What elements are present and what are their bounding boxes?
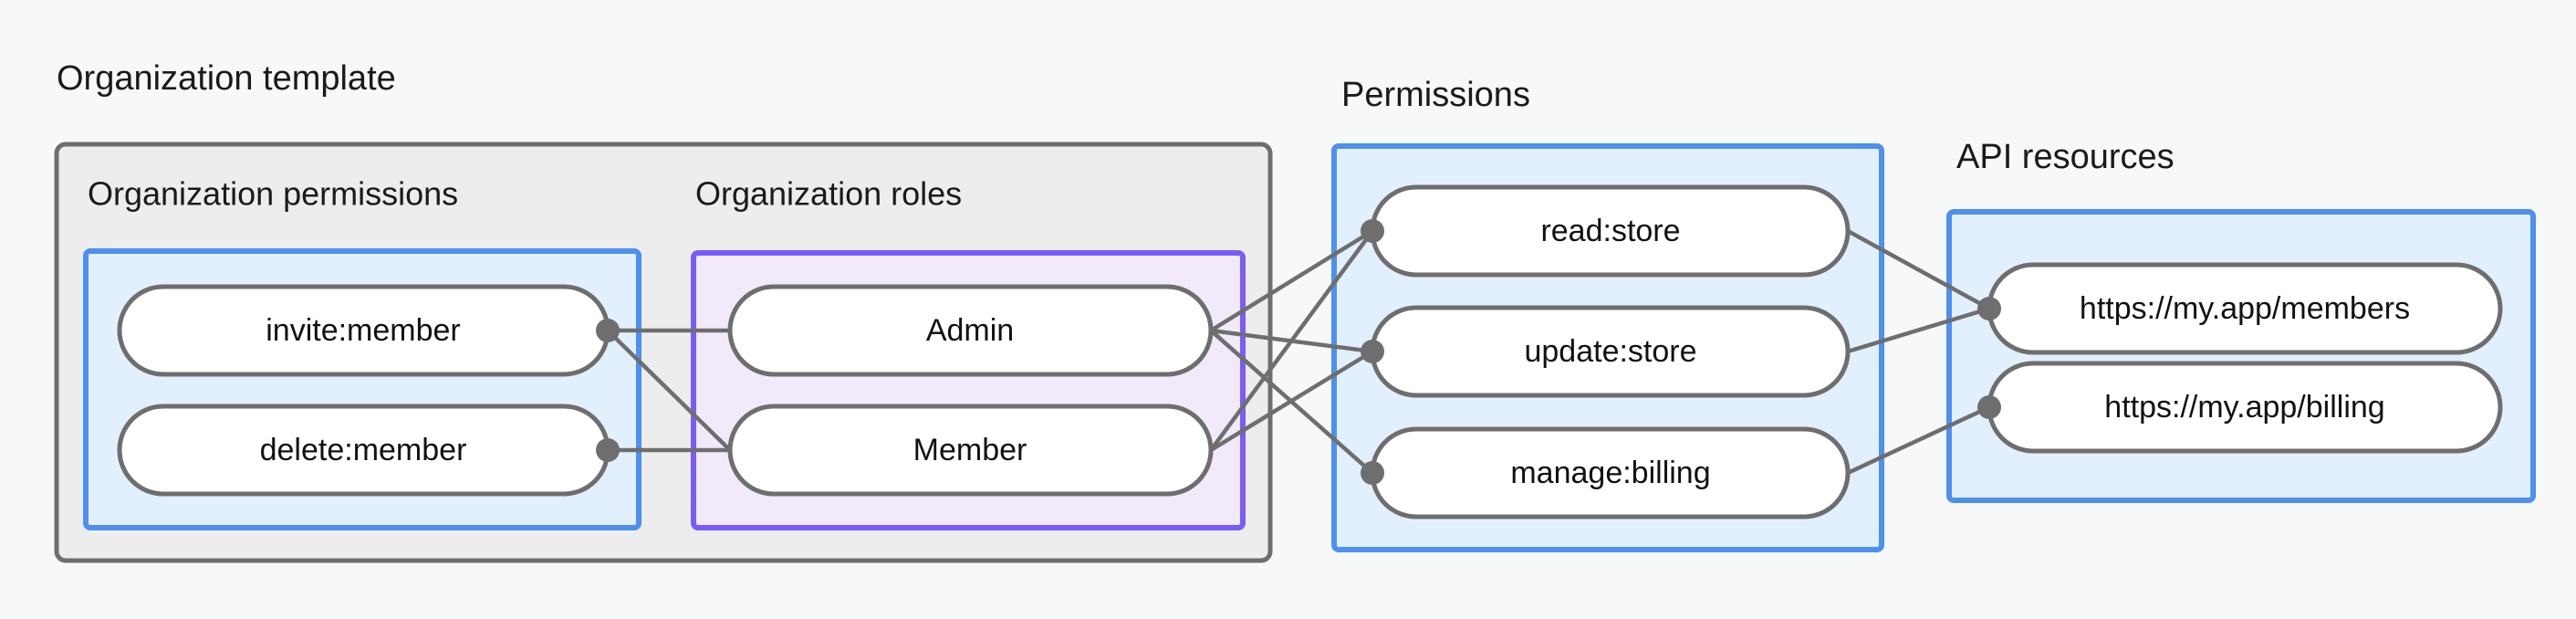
node-billing-url[interactable]: https://my.app/billing <box>1987 361 2503 454</box>
port-dot-members-url <box>1977 297 2001 320</box>
node-member[interactable]: Member <box>727 404 1214 497</box>
port-dot-update-store <box>1361 340 1384 363</box>
group-label-api-resources: API resources <box>1956 138 2174 176</box>
group-label-org-template: Organization template <box>57 59 396 98</box>
edge-update-store-to-members-url <box>1847 306 1990 354</box>
group-box-api-resources <box>1946 209 2536 503</box>
node-label: https://my.app/members <box>2080 291 2410 326</box>
edge-member-to-update-store <box>1209 350 1374 452</box>
node-label: delete:member <box>260 433 467 467</box>
node-invite-member[interactable]: invite:member <box>117 284 610 377</box>
node-read-store[interactable]: read:store <box>1370 184 1851 278</box>
node-label: update:store <box>1524 334 1696 369</box>
port-dot-billing-url <box>1977 395 2001 419</box>
group-label-org-roles: Organization roles <box>695 175 962 213</box>
edge-member-to-read-store <box>1209 229 1374 452</box>
group-label-org-permissions: Organization permissions <box>88 175 458 213</box>
node-manage-billing[interactable]: manage:billing <box>1370 426 1851 519</box>
edge-manage-billing-to-billing-url <box>1847 404 1990 476</box>
node-label: manage:billing <box>1510 456 1710 490</box>
node-label: read:store <box>1540 214 1680 248</box>
port-dot-manage-billing <box>1361 461 1384 485</box>
node-update-store[interactable]: update:store <box>1370 305 1851 398</box>
edge-read-store-to-members-url <box>1846 229 1991 310</box>
edge-admin-to-read-store <box>1209 229 1374 332</box>
edge-invite-member-to-member <box>606 329 732 452</box>
node-label: invite:member <box>266 313 461 348</box>
node-label: Admin <box>926 313 1014 348</box>
node-admin[interactable]: Admin <box>727 284 1214 377</box>
group-label-permissions: Permissions <box>1341 76 1530 114</box>
edge-layer <box>606 229 1991 476</box>
node-label: https://my.app/billing <box>2104 390 2384 425</box>
port-dot-read-store <box>1361 219 1384 243</box>
port-dot-delete-member <box>596 438 620 462</box>
node-label: Member <box>913 433 1027 467</box>
port-layer <box>596 219 2001 485</box>
node-delete-member[interactable]: delete:member <box>117 404 610 497</box>
node-members-url[interactable]: https://my.app/members <box>1987 262 2503 355</box>
port-dot-invite-member <box>596 319 620 342</box>
